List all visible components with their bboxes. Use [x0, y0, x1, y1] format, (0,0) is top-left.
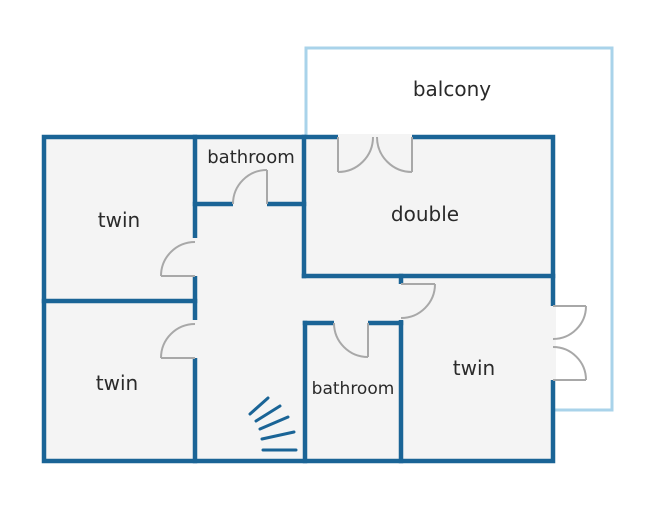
- twin-right-label: twin: [453, 356, 495, 380]
- twin-top-left-label: twin: [98, 208, 140, 232]
- walls: [41, 134, 556, 464]
- bathroom-top-door: [232, 169, 268, 205]
- twin-bottom-door: [160, 323, 196, 359]
- room-labels: balcony bathroom twin double twin bathro…: [96, 77, 495, 399]
- bathroom-middle-label: bathroom: [312, 379, 395, 399]
- double-label: double: [391, 202, 459, 226]
- doors: [160, 136, 587, 381]
- twin-right-balcony-door: [552, 305, 587, 381]
- twin-bottom-left-label: twin: [96, 371, 138, 395]
- balcony-double-door: [337, 136, 413, 173]
- staircase-icon: [248, 396, 298, 452]
- balcony-label: balcony: [413, 77, 491, 101]
- door-openings: [192, 134, 556, 380]
- twin-right-door: [400, 283, 436, 319]
- bathroom-middle-door: [333, 322, 369, 358]
- bathroom-top-label: bathroom: [207, 147, 295, 168]
- twin-top-door: [160, 241, 196, 277]
